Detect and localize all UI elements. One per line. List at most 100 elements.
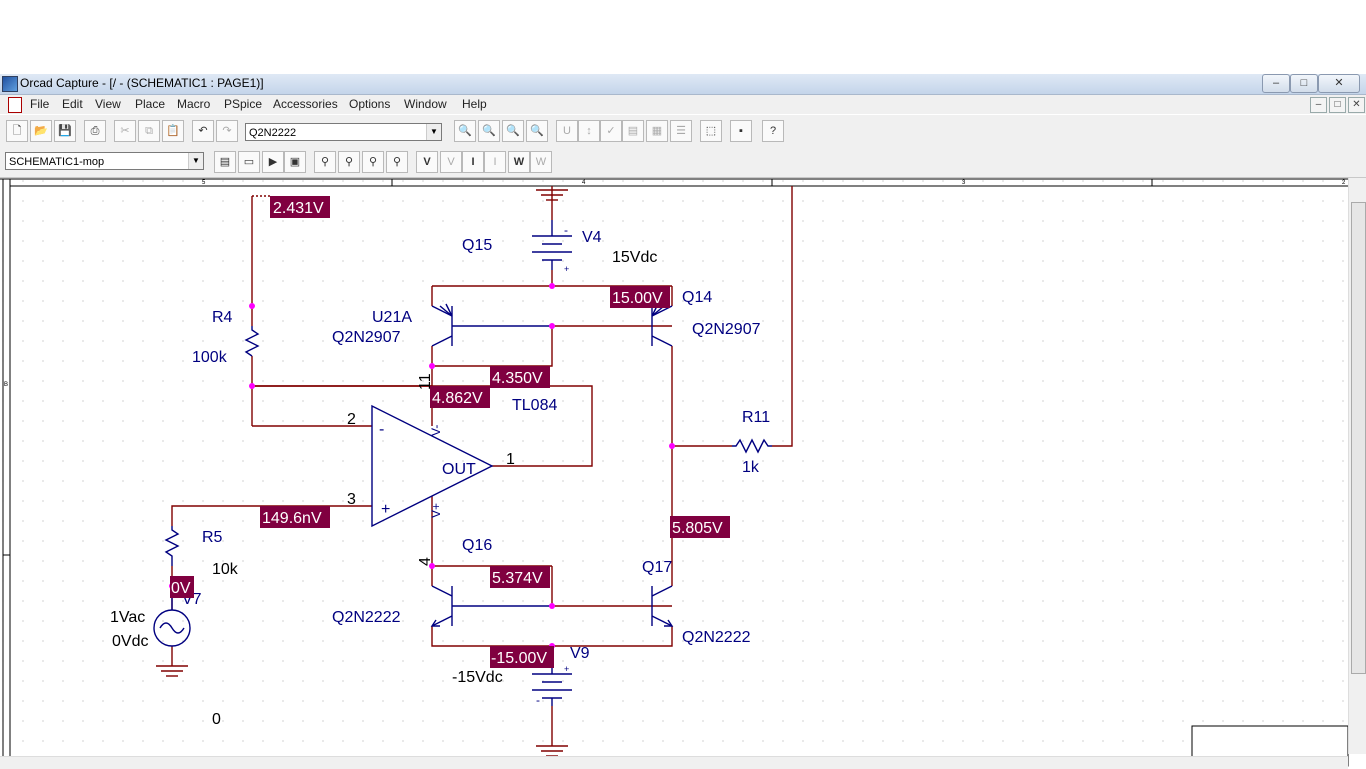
label-ground-0: 0 [212, 711, 221, 728]
marker-diff-icon[interactable]: ⚲ [338, 151, 360, 173]
v9-plus-sign: + [564, 664, 569, 674]
zoom-all-icon[interactable]: 🔍 [526, 120, 548, 142]
marker-current-icon[interactable]: ⚲ [362, 151, 384, 173]
paste-icon[interactable]: 📋 [162, 120, 184, 142]
menu-help[interactable]: Help [462, 97, 487, 111]
help-icon[interactable]: ? [762, 120, 784, 142]
voltage-minus-15.00: -15.00V [491, 650, 547, 667]
label-r4: R4 [212, 309, 233, 326]
doc-minimize-button[interactable]: – [1310, 97, 1327, 113]
voltage-box-2[interactable] [610, 286, 670, 308]
menu-view[interactable]: View [95, 97, 121, 111]
doc-close-button[interactable]: ✕ [1348, 97, 1365, 113]
label-q16-model: Q2N2222 [332, 609, 401, 626]
minimize-button[interactable]: – [1262, 74, 1290, 93]
menu-window[interactable]: Window [404, 97, 447, 111]
v4-minus-sign: - [564, 223, 568, 237]
part-search-combo[interactable]: Q2N2222 ▼ [245, 123, 442, 141]
ruler-col-2: 2 [1342, 180, 1346, 186]
menu-file[interactable]: File [30, 97, 50, 111]
current-selected-icon[interactable]: I [484, 151, 506, 173]
pin-11: 11 [417, 373, 434, 390]
horizontal-scrollbar[interactable] [0, 756, 1348, 769]
voltage-box-6[interactable] [670, 516, 730, 538]
doc-restore-button[interactable]: □ [1329, 97, 1346, 113]
print-icon[interactable]: ⎙ [84, 120, 106, 142]
run-icon[interactable]: ▶ [262, 151, 284, 173]
voltage-4.350: 4.350V [492, 370, 543, 387]
menu-pspice[interactable]: PSpice [224, 97, 263, 111]
ruler-col-3: 3 [962, 180, 966, 186]
zoom-in-icon[interactable]: 🔍 [454, 120, 476, 142]
drc-icon[interactable]: ✓ [600, 120, 622, 142]
power-selected-icon[interactable]: W [530, 151, 552, 173]
simulation-profile-combo[interactable]: SCHEMATIC1-mop ▼ [5, 152, 204, 170]
document-icon[interactable] [8, 97, 22, 113]
menu-bar: File Edit View Place Macro PSpice Access… [0, 95, 1366, 114]
voltage-2.431: 2.431V [273, 200, 324, 217]
cut-icon[interactable]: ✂ [114, 120, 136, 142]
label-r5: R5 [202, 529, 223, 546]
redo-icon[interactable]: ↷ [216, 120, 238, 142]
label-v9-value: -15Vdc [452, 669, 503, 686]
menu-place[interactable]: Place [135, 97, 166, 111]
cross-reference-icon[interactable]: ▦ [646, 120, 668, 142]
label-q17-model: Q2N2222 [682, 629, 751, 646]
marker-power-icon[interactable]: ⚲ [386, 151, 408, 173]
chevron-down-icon[interactable]: ▼ [188, 153, 203, 169]
menu-macro[interactable]: Macro [177, 97, 211, 111]
bias-voltages: 2.431V 15.00V 4.350V 4.862V 149.6nV 5.80… [170, 196, 730, 668]
main-toolbar: 🗋 📂 💾 ⎙ ✂ ⧉ 📋 ↶ ↷ Q2N2222 ▼ 🔍 🔍 🔍 🔍 U ↕ … [0, 115, 1366, 147]
open-icon[interactable]: 📂 [30, 120, 52, 142]
window-title: Orcad Capture - [/ - (SCHEMATIC1 : PAGE1… [20, 76, 264, 90]
label-v7-ac: 1Vac [110, 609, 145, 626]
chevron-down-icon[interactable]: ▼ [426, 124, 441, 140]
label-q15-model: Q2N2907 [332, 329, 401, 346]
ruler-col-4: 4 [582, 180, 586, 186]
undo-icon[interactable]: ↶ [192, 120, 214, 142]
voltage-box-3[interactable] [490, 366, 550, 388]
menu-accessories[interactable]: Accessories [273, 97, 338, 111]
ruler-row-b: B [4, 382, 8, 388]
orcad-app-icon[interactable] [2, 76, 18, 92]
marker-voltage-icon[interactable]: ⚲ [314, 151, 336, 173]
voltage-box-7[interactable] [490, 566, 550, 588]
voltage-149.6n: 149.6nV [262, 510, 322, 527]
annotate-icon[interactable]: U [556, 120, 578, 142]
v9-minus-sign: - [536, 693, 540, 707]
bias-current-icon[interactable]: I [462, 151, 484, 173]
bill-of-materials-icon[interactable]: ☰ [670, 120, 692, 142]
bias-voltage-icon[interactable]: V [416, 151, 438, 173]
menu-edit[interactable]: Edit [62, 97, 83, 111]
netlist-icon[interactable]: ▤ [622, 120, 644, 142]
voltage-box-5[interactable] [260, 506, 330, 528]
voltage-box-4[interactable] [430, 386, 490, 408]
maximize-button[interactable]: □ [1290, 74, 1318, 93]
menu-options[interactable]: Options [349, 97, 391, 111]
voltage-selected-icon[interactable]: V [440, 151, 462, 173]
bias-power-icon[interactable]: W [508, 151, 530, 173]
label-r11: R11 [742, 409, 770, 426]
pin-3: 3 [347, 491, 356, 508]
zoom-area-icon[interactable]: 🔍 [502, 120, 524, 142]
zoom-out-icon[interactable]: 🔍 [478, 120, 500, 142]
voltage-0: 0V [171, 580, 191, 597]
new-icon[interactable]: 🗋 [6, 120, 28, 142]
schematic-canvas[interactable]: 5 4 3 2 B [0, 178, 1366, 768]
edit-profile-icon[interactable]: ▭ [238, 151, 260, 173]
vertical-scroll-thumb[interactable] [1351, 202, 1366, 674]
new-profile-icon[interactable]: ▤ [214, 151, 236, 173]
view-results-icon[interactable]: ▣ [284, 151, 306, 173]
snap-to-grid-icon[interactable]: ⬚ [700, 120, 722, 142]
copy-icon[interactable]: ⧉ [138, 120, 160, 142]
vertical-scrollbar[interactable] [1348, 178, 1366, 754]
close-button[interactable]: ✕ [1318, 74, 1360, 93]
profile-combo-value: SCHEMATIC1-mop [9, 156, 105, 168]
voltage-box-8[interactable] [170, 576, 194, 598]
voltage-box-9[interactable] [490, 646, 554, 668]
back-annotate-icon[interactable]: ↕ [578, 120, 600, 142]
label-v4-value: 15Vdc [612, 249, 657, 266]
save-icon[interactable]: 💾 [54, 120, 76, 142]
voltage-box-1[interactable] [270, 196, 330, 218]
project-manager-icon[interactable]: ▪ [730, 120, 752, 142]
